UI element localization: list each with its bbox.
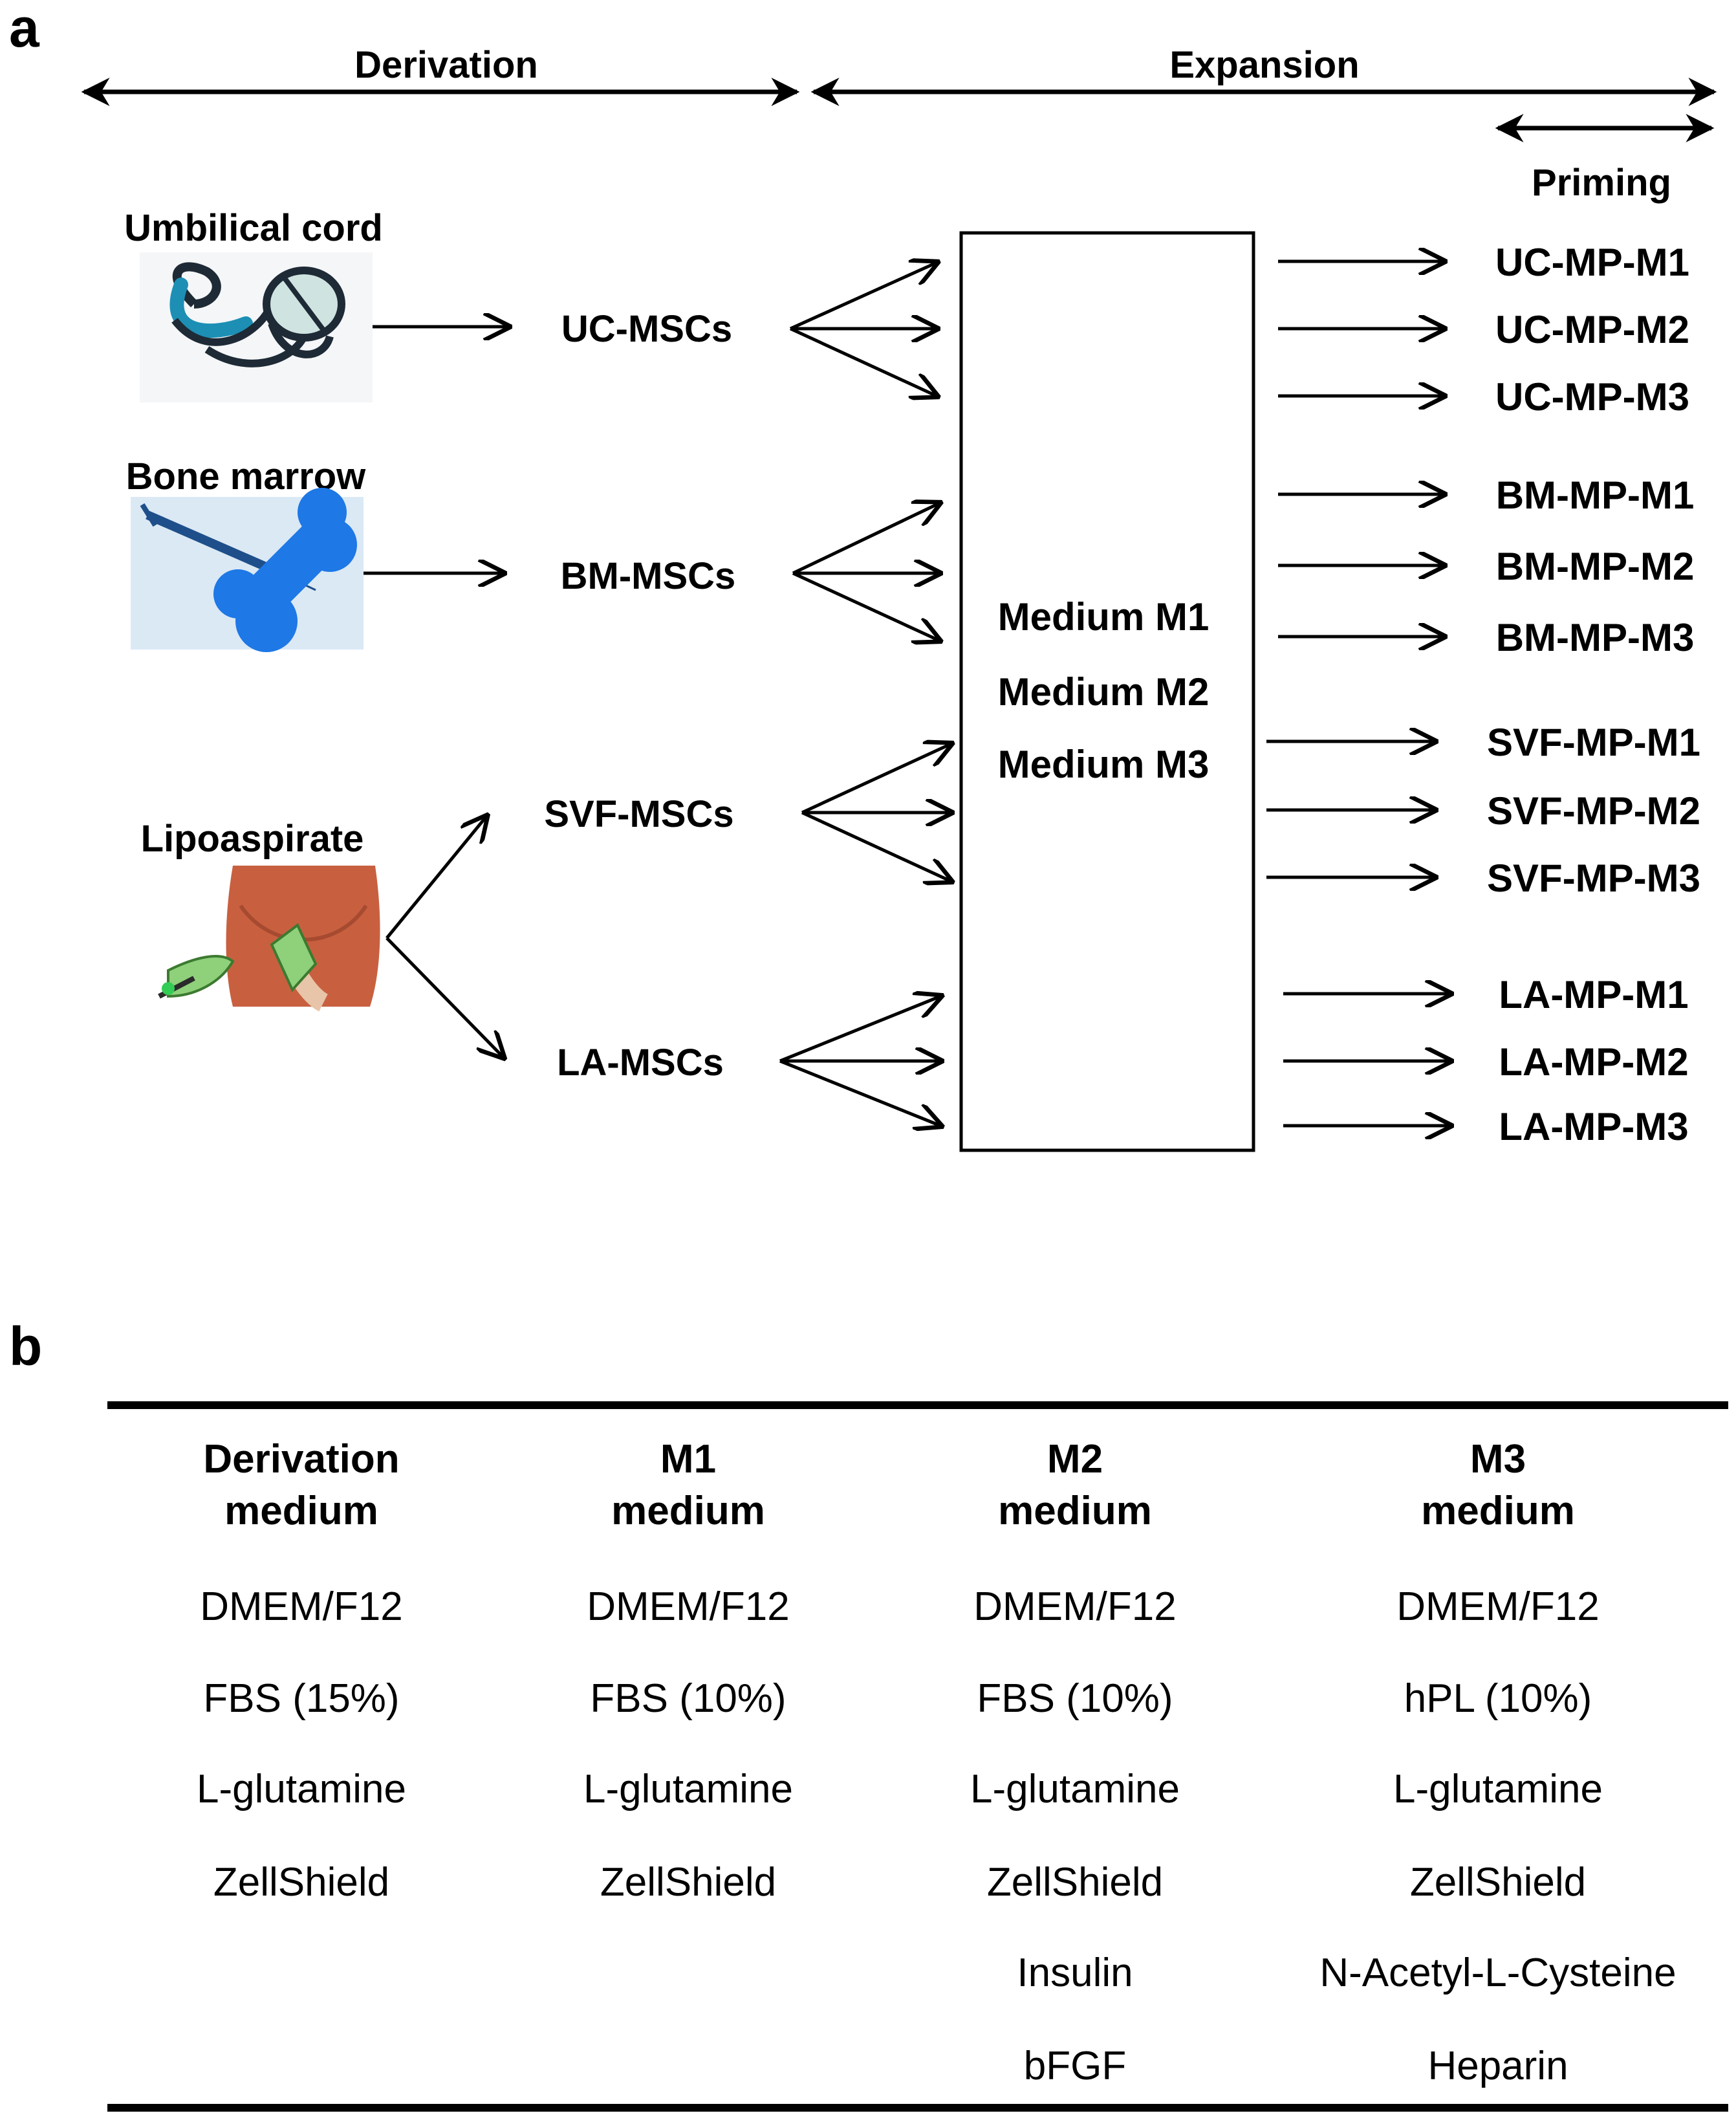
table-column-derivation: Derivation medium DMEM/F12 FBS (15%) L-g… xyxy=(197,1437,406,1905)
output-label: SVF-MP-M1 xyxy=(1487,721,1700,764)
output-label: LA-MP-M1 xyxy=(1499,973,1688,1016)
column-header: medium xyxy=(998,1489,1152,1533)
table-cell: hPL (10%) xyxy=(1404,1676,1592,1721)
output-label: UC-MP-M3 xyxy=(1495,375,1689,419)
priming-label: Priming xyxy=(1532,162,1671,204)
output-label: SVF-MP-M2 xyxy=(1487,789,1700,833)
svf-fan-arrows xyxy=(801,744,951,881)
bm-fan-arrows xyxy=(792,503,939,640)
table-cell: L-glutamine xyxy=(1393,1767,1603,1811)
table-column-m2: M2 medium DMEM/F12 FBS (10%) L-glutamine… xyxy=(970,1437,1180,2088)
derivation-phase: Derivation xyxy=(81,44,800,106)
table-cell: N-Acetyl-L-Cysteine xyxy=(1319,1951,1676,1995)
output-label: UC-MP-M1 xyxy=(1495,241,1689,284)
bone-marrow-syringe-icon xyxy=(131,488,363,652)
output-label: BM-MP-M3 xyxy=(1496,616,1695,659)
table-cell: L-glutamine xyxy=(197,1767,406,1811)
table-cell: Heparin xyxy=(1427,2044,1568,2088)
table-cell: L-glutamine xyxy=(970,1767,1180,1811)
uc-fan-arrows xyxy=(789,263,937,396)
table-cell: FBS (15%) xyxy=(203,1676,399,1721)
output-labels: UC-MP-M1 UC-MP-M2 UC-MP-M3 BM-MP-M1 BM-M… xyxy=(1487,241,1700,1148)
table-cell: ZellShield xyxy=(987,1860,1163,1905)
table-cell: DMEM/F12 xyxy=(587,1584,789,1629)
output-label: BM-MP-M1 xyxy=(1496,474,1695,517)
table-cell: ZellShield xyxy=(213,1860,389,1905)
column-header: M1 xyxy=(660,1437,716,1482)
lipoaspirate-label: Lipoaspirate xyxy=(141,818,364,860)
medium-m3-label: Medium M3 xyxy=(998,743,1210,786)
umbilical-cord-icon xyxy=(140,252,373,402)
output-label: SVF-MP-M3 xyxy=(1487,857,1700,900)
expansion-phase: Expansion xyxy=(810,44,1717,106)
svf-derivation-arrow xyxy=(385,816,486,939)
la-mscs-label: LA-MSCs xyxy=(557,1042,724,1084)
medium-m2-label: Medium M2 xyxy=(998,670,1210,714)
table-cell: ZellShield xyxy=(600,1860,776,1905)
column-header: M3 xyxy=(1470,1437,1526,1482)
output-label: UC-MP-M2 xyxy=(1495,308,1689,351)
column-header: medium xyxy=(224,1489,378,1533)
column-header: medium xyxy=(1421,1489,1575,1533)
la-fan-arrows xyxy=(779,996,940,1126)
umbilical-cord-label: Umbilical cord xyxy=(124,207,383,249)
medium-box xyxy=(959,231,1255,1152)
lipoaspiration-icon xyxy=(158,866,380,1012)
priming-phase: Priming xyxy=(1495,114,1715,204)
table-cell: L-glutamine xyxy=(583,1767,793,1811)
la-derivation-arrow xyxy=(385,937,503,1057)
table-cell: FBS (10%) xyxy=(977,1676,1173,1721)
table-cell: DMEM/F12 xyxy=(973,1584,1176,1629)
table-cell: ZellShield xyxy=(1410,1860,1586,1905)
svf-mscs-label: SVF-MSCs xyxy=(544,793,733,835)
table-cell: DMEM/F12 xyxy=(200,1584,402,1629)
output-label: LA-MP-M2 xyxy=(1499,1040,1688,1084)
panel-a-letter: a xyxy=(9,0,40,58)
derivation-label: Derivation xyxy=(354,44,538,86)
table-column-m1: M1 medium DMEM/F12 FBS (10%) L-glutamine… xyxy=(583,1437,793,1905)
medium-m1-label: Medium M1 xyxy=(998,595,1210,639)
table-cell: Insulin xyxy=(1017,1951,1133,1995)
output-arrows xyxy=(1266,261,1450,1126)
panel-b-letter: b xyxy=(9,1316,42,1377)
output-label: BM-MP-M2 xyxy=(1496,545,1695,588)
column-header: medium xyxy=(611,1489,765,1533)
bm-mscs-label: BM-MSCs xyxy=(561,555,736,597)
table-column-m3: M3 medium DMEM/F12 hPL (10%) L-glutamine… xyxy=(1319,1437,1676,2088)
uc-mscs-label: UC-MSCs xyxy=(561,308,732,350)
expansion-label: Expansion xyxy=(1169,44,1359,86)
column-header: Derivation xyxy=(203,1437,399,1482)
table-cell: FBS (10%) xyxy=(590,1676,786,1721)
table-cell: DMEM/F12 xyxy=(1396,1584,1599,1629)
output-label: LA-MP-M3 xyxy=(1499,1105,1688,1148)
table-cell: bFGF xyxy=(1024,2044,1126,2088)
column-header: M2 xyxy=(1047,1437,1103,1482)
